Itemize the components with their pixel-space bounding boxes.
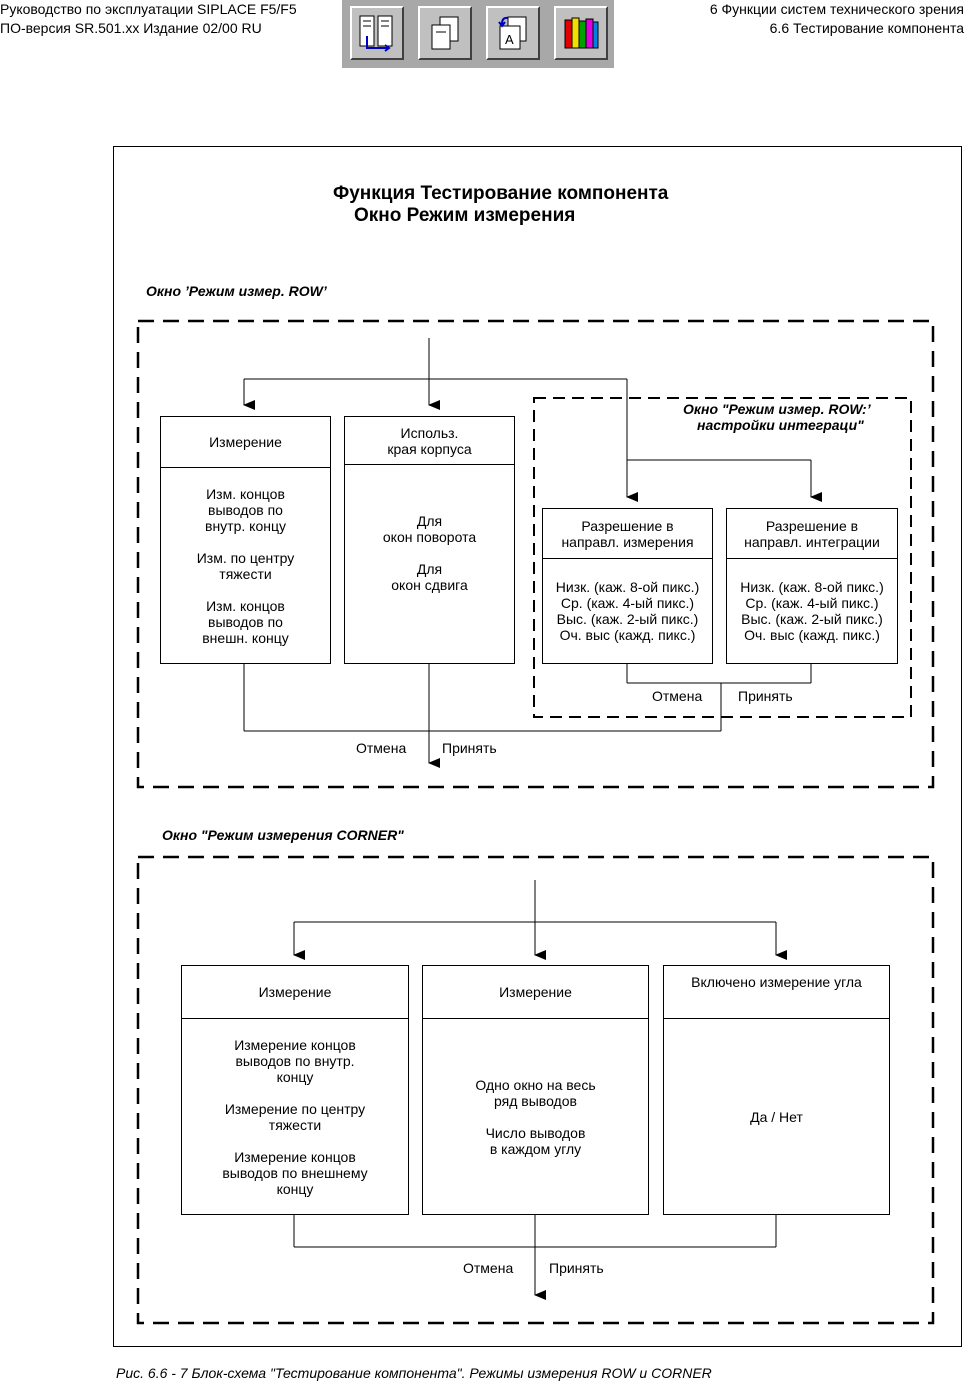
corner-measure-item: выводов по внутр. [235, 1052, 355, 1069]
corner-window-label: Окно "Режим измерения CORNER" [162, 827, 404, 843]
corner-measure-item: тяжести [268, 1116, 322, 1133]
corner-measure-box: Измерение Измерение концов выводов по вн… [181, 965, 409, 1215]
diagram-title-line1: Функция Тестирование компонента [333, 183, 669, 204]
corner-angle-option: Да / Нет [750, 1108, 803, 1125]
corner-window-measure-item: Одно окно на весь [475, 1076, 596, 1093]
integration-direction-header-line: Разрешение в [765, 517, 859, 534]
corner-window-measure-item: Число выводов [485, 1124, 586, 1141]
integration-window-frame [533, 397, 912, 718]
row-window-frame [136, 319, 935, 789]
measure-direction-header: Разрешение в направл. измерения [543, 509, 712, 559]
corner-angle-box: Включено измерение угла Да / Нет [663, 965, 890, 1215]
row-edge-item: Для [416, 513, 443, 529]
integration-direction-box: Разрешение в направл. интеграции Низк. (… [726, 508, 898, 664]
diagram-title-line2: Окно Режим измерения [354, 205, 576, 226]
integration-cancel-label: Отмена [652, 688, 703, 704]
row-measure-item: выводов по [208, 613, 283, 630]
corner-measure-item: концу [276, 1068, 314, 1085]
header-left-line1: Руководство по эксплуатации SIPLACE F5/F… [0, 1, 297, 17]
row-edge-header-line: края корпуса [387, 440, 472, 457]
row-edge-header: Использ. края корпуса [345, 417, 514, 465]
row-edge-item: окон поворота [382, 529, 477, 545]
integration-accept-label: Принять [738, 688, 793, 704]
measure-direction-header-line: Разрешение в [581, 517, 674, 534]
row-measure-item: внешн. концу [202, 629, 289, 646]
corner-window-measure-item: ряд выводов [494, 1092, 577, 1109]
corner-cancel-label: Отмена [463, 1260, 514, 1276]
measure-direction-box: Разрешение в направл. измерения Низк. (к… [542, 508, 713, 664]
row-measure-item: Изм. концов [206, 485, 285, 502]
corner-measure-item: Измерение концов [234, 1036, 356, 1053]
row-edge-header-line: Использ. [400, 424, 459, 441]
row-measure-item: выводов по [208, 501, 283, 518]
integration-direction-option: Оч. выс (кажд. пикс.) [744, 627, 880, 643]
corner-measure-header: Измерение [182, 966, 408, 1019]
measure-direction-option: Выс. (каж. 2-ый пикс.) [556, 611, 699, 627]
measure-direction-option: Оч. выс (кажд. пикс.) [559, 627, 696, 643]
corner-window-measure-box: Измерение Одно окно на весь ряд выводов … [422, 965, 649, 1215]
integration-direction-option: Низк. (каж. 8-ой пикс.) [740, 579, 884, 595]
row-edge-box: Использ. края корпуса Для окон поворота … [344, 416, 515, 664]
integration-direction-header: Разрешение в направл. интеграции [727, 509, 897, 559]
corner-accept-label: Принять [549, 1260, 604, 1276]
header-right-line1: 6 Функции систем технического зрения [709, 1, 964, 17]
integration-direction-option: Выс. (каж. 2-ый пикс.) [741, 611, 883, 627]
row-accept-label: Принять [442, 740, 497, 756]
row-measure-header: Измерение [161, 417, 330, 468]
layout-blocks-button[interactable] [350, 6, 404, 60]
corner-angle-header: Включено измерение угла [664, 966, 889, 1019]
measure-direction-header-line: направл. измерения [561, 533, 694, 550]
header-right-line2: 6.6 Тестирование компонента [769, 20, 964, 36]
row-measure-item: Изм. по центру [196, 549, 295, 566]
corner-measure-item: выводов по внешнему [222, 1164, 368, 1181]
corner-measure-item: Измерение по центру [224, 1100, 366, 1117]
corner-measure-item: Измерение концов [234, 1148, 356, 1165]
navigation-toolbar: A [342, 0, 614, 68]
integration-direction-option: Ср. (каж. 4-ый пикс.) [745, 595, 879, 611]
row-measure-item: внутр. концу [205, 517, 286, 534]
integration-window-label-line2: настройки интеграци" [697, 417, 864, 433]
measure-direction-option: Низк. (каж. 8-ой пикс.) [555, 579, 700, 595]
books-icon [564, 17, 599, 49]
row-edge-item: Для [416, 561, 443, 577]
corner-window-frame [136, 855, 935, 1325]
corner-measure-item: концу [276, 1180, 314, 1197]
row-measure-box: Измерение Изм. концов выводов по внутр. … [160, 416, 331, 664]
measure-direction-option: Ср. (каж. 4-ый пикс.) [560, 595, 695, 611]
row-edge-item: окон сдвига [391, 577, 468, 593]
copy-pages-icon [431, 16, 459, 50]
document-a-icon: A [498, 16, 527, 50]
header-left-line2: ПО-версия SR.501.xx Издание 02/00 RU [0, 20, 262, 36]
figure-frame [113, 146, 962, 1347]
row-window-label: Окно ’Режим измер. ROW’ [146, 283, 327, 299]
layout-blocks-icon [359, 15, 393, 52]
document-a-button[interactable]: A [486, 6, 540, 60]
books-button[interactable] [554, 6, 608, 60]
corner-window-measure-header: Измерение [423, 966, 648, 1019]
row-measure-item: тяжести [219, 565, 272, 582]
svg-text:A: A [505, 32, 514, 47]
corner-window-measure-item: в каждом углу [489, 1140, 582, 1157]
figure-caption: Рис. 6.6 - 7 Блок-схема "Тестирование ко… [116, 1365, 712, 1381]
integration-window-label-line1: Окно "Режим измер. ROW:’ [683, 401, 871, 417]
copy-pages-button[interactable] [418, 6, 472, 60]
integration-direction-header-line: направл. интеграции [744, 533, 880, 550]
row-measure-item: Изм. концов [206, 597, 285, 614]
row-cancel-label: Отмена [356, 740, 407, 756]
